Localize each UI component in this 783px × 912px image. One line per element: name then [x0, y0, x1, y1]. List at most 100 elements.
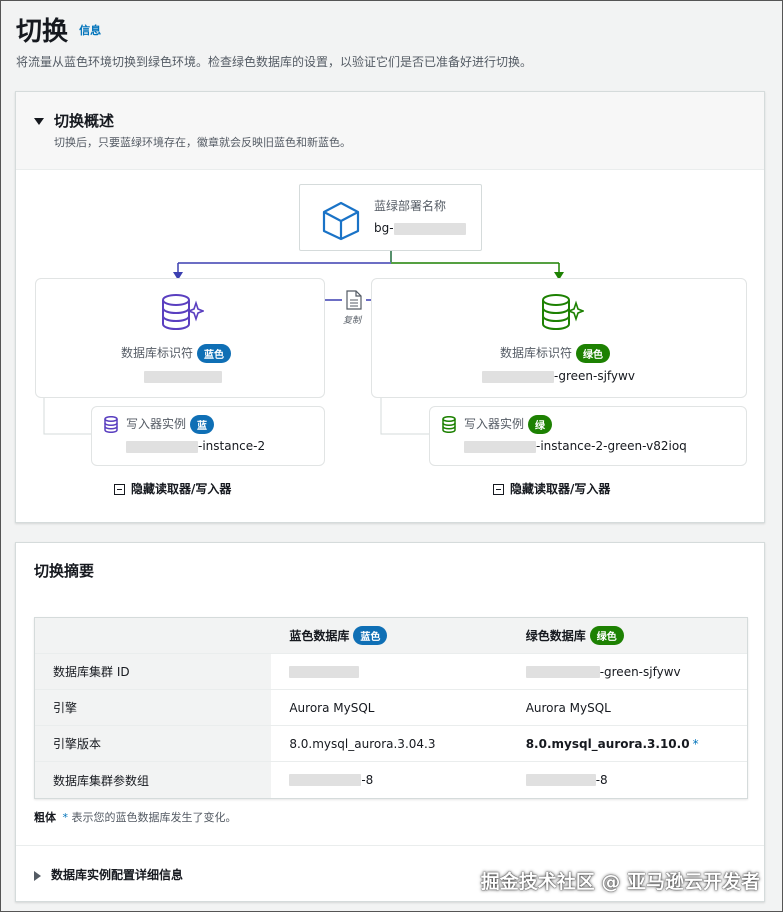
database-sparkle-icon — [162, 294, 204, 331]
green-cell: Aurora MySQL — [525, 700, 611, 715]
blue-cell: 8.0.mysql_aurora.3.04.3 — [289, 736, 436, 751]
redacted-text — [126, 440, 198, 453]
caret-down-icon — [34, 118, 44, 125]
blue-cell — [271, 654, 507, 689]
blue-badge: 蓝 — [190, 415, 215, 434]
overview-header: 切换概述 切换后，只要蓝绿环境存在，徽章就会反映旧蓝色和新蓝色。 — [16, 92, 764, 170]
collapse-icon — [493, 484, 504, 495]
watermark: 掘金技术社区 @ 亚马逊云开发者 — [480, 871, 760, 893]
redacted-text — [482, 370, 554, 383]
blue-column-label: 蓝色数据库 — [289, 629, 350, 643]
page-description: 将流量从蓝色环境切换到绿色环境。检查绿色数据库的设置，以验证它们是否已准备好进行… — [16, 55, 533, 69]
green-db-identifier-value: -green-sjfywv — [482, 369, 635, 383]
toggle-label: 隐藏读取器/写入器 — [131, 482, 232, 496]
details-label-text: 数据库实例配置详细信息 — [51, 868, 184, 882]
table-row: 数据库集群 ID -green-sjfywv — [35, 654, 747, 690]
row-label: 引擎版本 — [35, 726, 272, 761]
blue-db-identifier-value — [144, 369, 222, 383]
green-database-node: 数据库标识符绿色 -green-sjfywv — [371, 278, 747, 398]
table-row: 引擎 Aurora MySQL Aurora MySQL — [35, 690, 747, 726]
blue-hide-reader-writer-toggle[interactable]: 隐藏读取器/写入器 — [114, 480, 231, 497]
page-header: 切换 信息 — [16, 11, 101, 48]
deployment-node: 蓝绿部署名称 bg- — [299, 184, 482, 251]
page-title: 切换 — [16, 17, 69, 47]
green-badge: 绿 — [528, 415, 553, 434]
green-cell: -8 — [508, 762, 747, 798]
green-db-identifier-label: 数据库标识符绿色 — [500, 344, 611, 363]
database-icon — [442, 416, 456, 433]
database-icon — [104, 416, 118, 433]
overview-title: 切换概述 — [54, 112, 115, 130]
note-text: 表示您的蓝色数据库发生了变化。 — [71, 811, 237, 824]
column-header-blue: 蓝色数据库蓝色 — [271, 618, 508, 653]
blue-instance-connector — [43, 398, 91, 435]
green-hide-reader-writer-toggle[interactable]: 隐藏读取器/写入器 — [493, 480, 610, 497]
caret-right-icon — [34, 870, 41, 881]
redacted-text — [525, 774, 596, 786]
blue-writer-instance-node: 写入器实例蓝 -instance-2 — [91, 406, 325, 466]
overview-description: 切换后，只要蓝绿环境存在，徽章就会反映旧蓝色和新蓝色。 — [54, 136, 351, 149]
blue-value: -8 — [361, 773, 374, 787]
blue-db-identifier-label: 数据库标识符蓝色 — [121, 344, 232, 363]
table-header-row: 蓝色数据库蓝色 绿色数据库绿色 — [35, 618, 748, 654]
instance-config-details-section: 数据库实例配置详细信息 — [16, 845, 764, 901]
blue-badge: 蓝色 — [353, 626, 388, 645]
info-link[interactable]: 信息 — [79, 23, 102, 37]
changes-note: 粗体 * 表示您的蓝色数据库发生了变化。 — [34, 809, 237, 825]
table-row: 引擎版本 8.0.mysql_aurora.3.04.3 8.0.mysql_a… — [35, 726, 747, 762]
document-icon — [346, 290, 362, 310]
overview-toggle[interactable]: 切换概述 — [34, 110, 114, 131]
blue-cell: Aurora MySQL — [289, 700, 375, 715]
green-value: -green-sjfywv — [599, 664, 681, 679]
summary-title: 切换摘要 — [34, 562, 95, 580]
green-writer-instance-label: 写入器实例绿 — [464, 415, 553, 434]
header-empty-cell — [35, 618, 272, 653]
deployment-name-label: 蓝绿部署名称 — [374, 199, 447, 213]
summary-table: 蓝色数据库蓝色 绿色数据库绿色 数据库集群 ID -green-sjfywv 引… — [34, 617, 748, 799]
green-cell: 8.0.mysql_aurora.3.10.0* — [508, 726, 747, 761]
redacted-text — [289, 774, 362, 786]
green-writer-instance-value: -instance-2-green-v82ioq — [464, 439, 687, 453]
blue-database-node: 数据库标识符蓝色 — [35, 278, 325, 398]
green-db-identifier-suffix: -green-sjfywv — [554, 369, 635, 383]
redacted-text — [393, 222, 466, 235]
copy-label: 复制 — [343, 316, 362, 326]
changed-marker: * — [692, 736, 699, 751]
green-value: -8 — [595, 773, 608, 787]
deployment-name-value: bg- — [374, 221, 466, 235]
green-badge: 绿色 — [576, 344, 611, 363]
green-column-label: 绿色数据库 — [525, 629, 586, 643]
green-badge: 绿色 — [589, 626, 624, 645]
blue-writer-instance-label: 写入器实例蓝 — [126, 415, 215, 434]
redacted-text — [144, 370, 222, 383]
row-label: 数据库集群 ID — [35, 654, 272, 689]
redacted-text — [525, 665, 600, 678]
switchover-overview-panel: 切换概述 切换后，只要蓝绿环境存在，徽章就会反映旧蓝色和新蓝色。 复制 蓝绿部 — [15, 91, 765, 523]
row-label: 数据库集群参数组 — [35, 762, 272, 798]
switchover-summary-panel: 切换摘要 蓝色数据库蓝色 绿色数据库绿色 数据库集群 ID -green-sjf… — [15, 542, 765, 902]
database-sparkle-icon — [542, 294, 584, 331]
blue-instance-label-text: 写入器实例 — [126, 417, 187, 431]
blue-cell: -8 — [271, 762, 507, 798]
green-instance-label-text: 写入器实例 — [464, 417, 525, 431]
note-star: * — [62, 811, 69, 824]
row-label: 引擎 — [35, 690, 272, 725]
note-bold: 粗体 — [34, 811, 56, 824]
instance-config-details-toggle[interactable]: 数据库实例配置详细信息 — [34, 866, 183, 883]
deployment-name-prefix: bg- — [374, 221, 394, 235]
green-instance-suffix: -instance-2-green-v82ioq — [536, 439, 687, 453]
green-writer-instance-node: 写入器实例绿 -instance-2-green-v82ioq — [429, 406, 747, 466]
toggle-label: 隐藏读取器/写入器 — [510, 482, 611, 496]
blue-badge: 蓝色 — [197, 344, 232, 363]
column-header-green: 绿色数据库绿色 — [507, 618, 748, 653]
green-instance-connector — [380, 398, 429, 435]
green-cell: -green-sjfywv — [508, 654, 747, 689]
green-db-label-text: 数据库标识符 — [500, 346, 573, 360]
collapse-icon — [114, 484, 125, 495]
blue-instance-suffix: -instance-2 — [198, 439, 266, 453]
table-row: 数据库集群参数组 -8 -8 — [35, 762, 747, 798]
redacted-text — [464, 440, 536, 453]
redacted-text — [289, 665, 360, 678]
blue-db-label-text: 数据库标识符 — [121, 346, 194, 360]
green-value-changed: 8.0.mysql_aurora.3.10.0 — [525, 736, 690, 751]
